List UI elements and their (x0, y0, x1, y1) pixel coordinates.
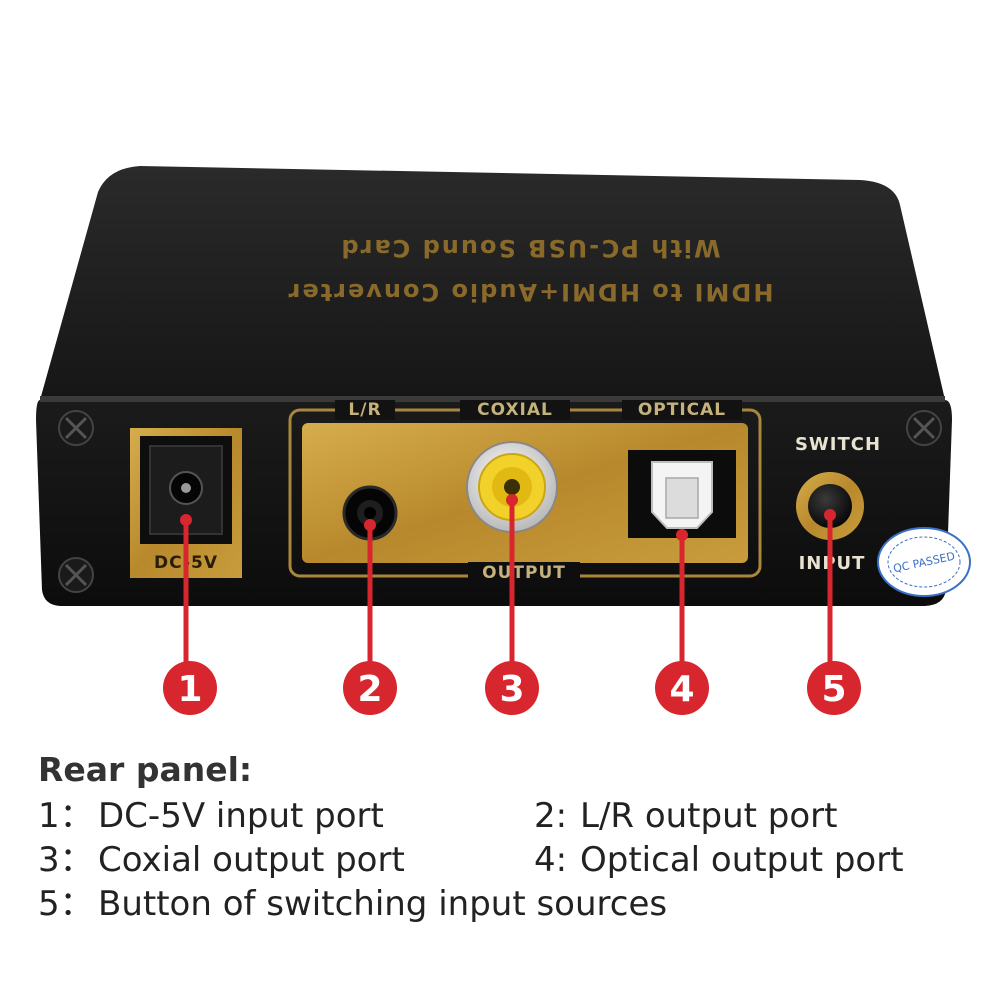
callout-badge-2: 2 (343, 661, 397, 715)
coxial-label: COXIAL (477, 400, 553, 420)
rear-face-edge (40, 396, 945, 402)
switch-label: SWITCH (795, 434, 881, 455)
legend-row: 5： Button of switching input sources (38, 882, 978, 926)
qc-passed-sticker: QC PASSED (877, 527, 971, 597)
legend-item-text: Button of switching input sources (98, 884, 668, 924)
screw-icon (58, 410, 94, 446)
legend-item-text: DC-5V input port (98, 796, 384, 836)
optical-label: OPTICAL (638, 400, 726, 420)
output-label: OUTPUT (482, 563, 566, 583)
screw-icon (906, 410, 942, 446)
svg-text:2: 2 (357, 669, 382, 710)
top-label-line1: HDMI to HDMI+Audio Converter (287, 278, 774, 306)
legend-item-2: 2: L/R output port (534, 794, 837, 838)
legend-row: 1： DC-5V input port 2: L/R output port (38, 794, 978, 838)
callout-badge-4: 4 (655, 661, 709, 715)
lr-label: L/R (348, 400, 381, 420)
optical-output-port (628, 450, 736, 538)
callout-badge-5: 5 (807, 661, 861, 715)
legend-item-number: 3： (38, 840, 94, 880)
device-top-surface (40, 166, 945, 400)
legend-item-number: 1： (38, 796, 94, 836)
legend-item-number: 4: (534, 840, 568, 880)
svg-text:3: 3 (499, 669, 524, 710)
device-top-label: HDMI to HDMI+Audio Converter With PC-USB… (287, 234, 774, 306)
callout-badge-3: 3 (485, 661, 539, 715)
legend-title: Rear panel: (38, 750, 253, 789)
callout-lines (183, 500, 833, 662)
legend-item-number: 5： (38, 884, 94, 924)
legend-item-1: 1： DC-5V input port (38, 794, 534, 838)
callout-badge-1: 1 (163, 661, 217, 715)
coxial-output-port (466, 441, 558, 533)
svg-text:4: 4 (669, 669, 694, 710)
legend-item-text: L/R output port (580, 796, 838, 836)
legend-item-text: Coxial output port (98, 840, 405, 880)
legend-item-3: 3： Coxial output port (38, 838, 534, 882)
switch-input-button (796, 472, 864, 540)
legend-item-text: Optical output port (580, 840, 904, 880)
legend-item-4: 4: Optical output port (534, 838, 904, 882)
top-label-line2: With PC-USB Sound Card (339, 234, 720, 262)
screw-icon (58, 557, 94, 593)
svg-text:5: 5 (821, 669, 846, 710)
callout-line-dots (180, 494, 836, 541)
legend-row: 3： Coxial output port 4: Optical output … (38, 838, 978, 882)
legend-item-5: 5： Button of switching input sources (38, 882, 667, 926)
svg-text:1: 1 (177, 669, 202, 710)
legend-item-number: 2: (534, 796, 568, 836)
rear-panel-legend: Rear panel: 1： DC-5V input port 2: L/R o… (38, 750, 978, 926)
